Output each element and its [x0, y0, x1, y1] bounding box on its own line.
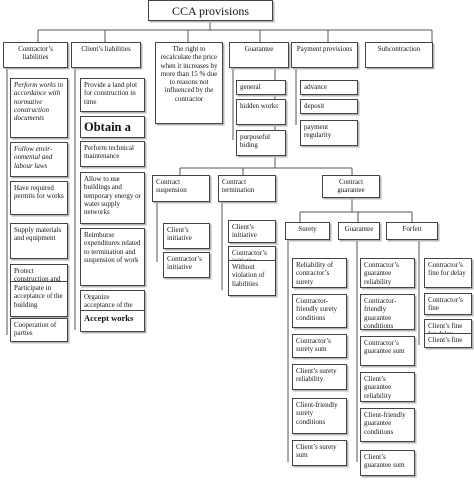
- node-price-recalculation-right: The right to recalculate the price when …: [155, 42, 223, 124]
- surety-item-contractor-sum: Contractor’s surety sum: [292, 334, 347, 358]
- termination-item-without-violation: Without violation of liabilities: [228, 260, 276, 296]
- payment-item-advance: advance: [300, 80, 358, 95]
- guarantee3-item-contractor-reliability: Contractor’s guarantee reliability: [360, 258, 415, 288]
- suspension-item-client-initiative: Client’s initiative: [163, 223, 210, 249]
- surety-item-reliability: Reliability of contractor’s surety: [292, 258, 347, 288]
- suspension-item-contractor-initiative: Contractor’s initiative: [163, 252, 210, 278]
- contractor-item-cooperation: Cooperation of parties: [10, 318, 68, 342]
- contractor-item-environmental-laws: Follow envir-onmental and labour laws: [10, 142, 68, 177]
- client-item-reimburse: Reimburse expenditures related to termin…: [80, 228, 145, 286]
- guarantee3-item-client-friendly: Client-friendly guarantee conditions: [360, 408, 415, 442]
- forfeit-item-contractor-delay: Contractor’s fine for delay: [424, 258, 472, 288]
- surety-item-client-reliability: Client’s surety reliability: [292, 364, 347, 390]
- contractor-item-materials: Supply materials and equipment: [10, 223, 68, 259]
- client-item-accept-works: Accept works: [80, 310, 145, 332]
- contractor-item-permits: Have required permits for works: [10, 181, 68, 215]
- client-item-land-plot: Provide a land plot for construction in …: [80, 78, 145, 112]
- guarantee-item-general: general: [236, 80, 286, 95]
- node-payment-provisions: Payment provisions: [291, 42, 358, 68]
- node-forfeit: Forfeit: [386, 222, 438, 240]
- contractor-item-normative-documents: Perform works in accordance with normati…: [10, 78, 68, 138]
- surety-item-client-sum: Client’s surety sum: [292, 440, 347, 466]
- guarantee3-item-contractor-sum: Contractor’s guarantee sum: [360, 336, 415, 366]
- node-contract-guarantee: Contract guarantee: [322, 175, 380, 198]
- surety-item-contractor-friendly: Contractor-friendly surety conditions: [292, 294, 347, 328]
- payment-item-deposit: deposit: [300, 99, 358, 114]
- node-subcontraction: Subcontraction: [365, 42, 433, 68]
- termination-item-client-initiative: Client’s initiative: [228, 220, 276, 243]
- node-contractor-liabilities: Contractor’s liabilities: [3, 42, 68, 68]
- guarantee3-item-client-sum: Client’s guarantee sum: [360, 450, 415, 476]
- client-item-buildings-networks: Allow to use buildings and temporary ene…: [80, 172, 145, 224]
- forfeit-item-client-fine: Client’s fine: [424, 333, 472, 348]
- node-contract-termination: Contract termination: [218, 175, 276, 202]
- node-surety: Surety: [285, 222, 330, 240]
- client-item-maintenance: Perform technical maintenance: [80, 141, 145, 167]
- payment-item-regularity: payment regularity: [300, 120, 358, 146]
- guarantee3-item-client-reliability: Client’s guarantee reliability: [360, 372, 415, 402]
- node-guarantee-3: Guarantee: [338, 222, 380, 240]
- node-contract-suspension: Contract suspension: [152, 175, 210, 202]
- forfeit-item-contractor-fine: Contractor’s fine: [424, 293, 472, 315]
- guarantee3-item-contractor-friendly: Contractor-friendly guarantee conditions: [360, 294, 415, 330]
- surety-item-client-friendly: Client-friendly surety conditions: [292, 398, 347, 434]
- guarantee-item-hidden-works: hidden works: [236, 99, 286, 125]
- contractor-item-participate: Participate in acceptance of the buildin…: [10, 281, 68, 317]
- node-guarantee: Guarantee: [229, 42, 289, 68]
- root-cca-provisions: CCA provisions: [148, 0, 273, 21]
- node-client-liabilities: Client’s liabilities: [71, 42, 141, 68]
- guarantee-item-purposeful-biding: purposeful biding: [236, 130, 286, 156]
- client-item-obtain: Obtain a: [80, 116, 145, 138]
